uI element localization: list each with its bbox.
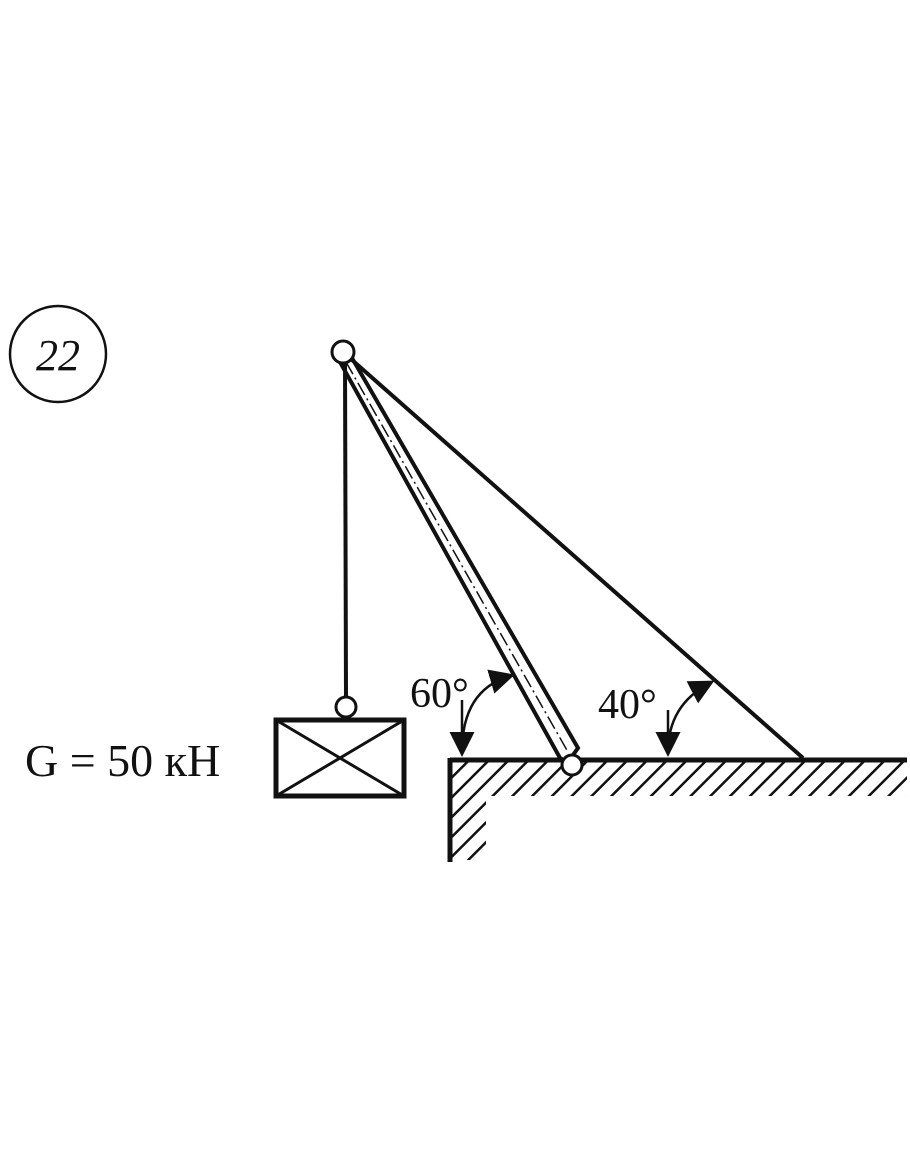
hanging-rope [343, 361, 348, 698]
angle-cable-label: 40° [598, 682, 657, 728]
problem-number-badge: 22 [8, 304, 108, 404]
top-hinge-icon [330, 339, 356, 365]
load-box [273, 717, 407, 799]
load-ring-icon [334, 695, 358, 719]
base-hinge-icon [560, 753, 584, 777]
stay-cable [341, 350, 805, 760]
load-label: G = 50 кН [25, 735, 220, 786]
problem-number: 22 [36, 331, 80, 380]
angle-boom-label: 60° [410, 671, 469, 717]
angle-40-arc [666, 680, 715, 753]
ground-support [447, 757, 907, 862]
angle-60-arc [460, 669, 515, 753]
